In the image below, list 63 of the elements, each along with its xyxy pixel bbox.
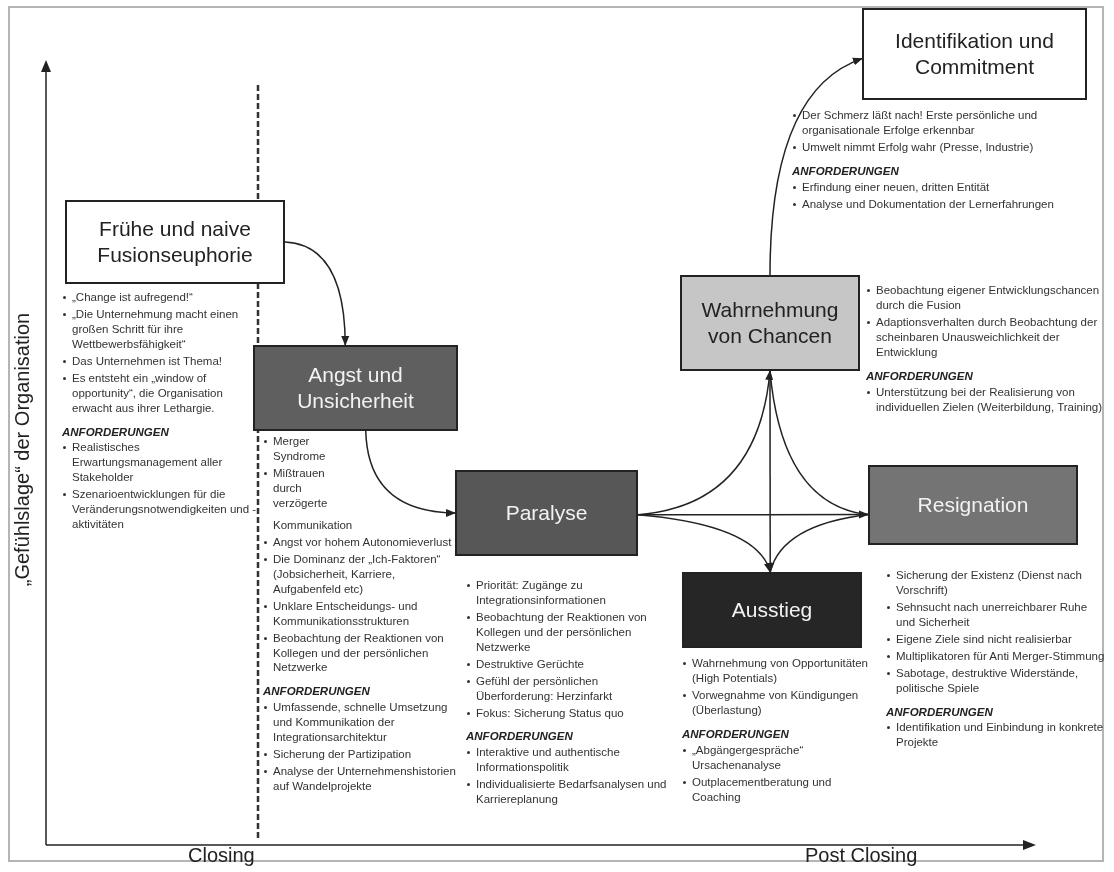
phase-title: Paralyse [505,499,588,526]
section-heading: ANFORDERUNGEN [682,726,790,742]
arrow [637,513,771,573]
section-heading: ANFORDERUNGEN [263,684,371,700]
bullet-item: Multiplikatoren für Anti Merger-Stimmung [886,648,1108,664]
arrow [769,57,863,276]
bullet-item: Umwelt nimmt Erfolg wahr (Presse, Industrie) [792,139,1108,155]
bullet-item: Beobachtung der Reaktionen von Kollegen und der persönlichen Netzwerke [263,630,463,676]
section-heading: ANFORDERUNGEN [886,704,994,720]
bullet-item: „Abgängergespräche“ Ursachenanalyse [682,742,872,773]
phase-title: Frühe und naive Fusionseuphorie [96,215,254,268]
bullet-item: Destruktive Gerüchte [466,656,678,672]
bullet-item: Unterstützung bei der Realisierung von individuellen Zielen (Weiterbildung, Training) [866,384,1106,415]
section-heading: ANFORDERUNGEN [866,368,974,384]
section-heading: ANFORDERUNGEN [466,729,574,745]
bullet-item: Gefühl der persönlichen Überforderung: Herzinfarkt [466,673,678,704]
axis-label: Post Closing [805,844,918,867]
bullet-item: Analyse der Unternehmenshistorien auf Wandelprojekte [263,764,463,794]
bullet-item: Identifikation und Einbindung in konkrete Projekte [886,720,1108,751]
bullet-item: Umfassende, schnelle Umsetzung und Kommunikation der Integrationsarchitektur [263,700,463,746]
bullet-item: Szenarioentwicklungen für die Veränderungsnotwendigkeiten und -aktivitäten [62,487,258,533]
phase-box [862,8,1087,100]
bullet-item: „Die Unternehmung macht einen großen Schritt für ihre Wettbewerbsfähigkeit“ [62,306,258,352]
phase-title: Ausstieg [731,596,813,623]
bullet-item: Merger Syndrome [263,434,463,464]
bullet-item: Sehnsucht nach unerreichbarer Ruhe und Sicherheit [886,599,1108,630]
axis-label: „Gefühlslage“ der Organisation [10,311,34,589]
phase-title: Identifikation und Commitment [894,27,1055,80]
axis-label: Closing [188,844,255,867]
phase-box [868,465,1078,545]
phase-title: Resignation [917,491,1029,518]
bullet-item: „Change ist aufregend!“ [62,290,258,305]
bullet-item: Die Dominanz der „Ich-Faktoren“ (Jobsicherheit, Karriere, Aufgabenfeld etc) [263,551,463,597]
bullet-item: Priorität: Zugänge zu Integrationsinformationen [466,578,678,608]
bullet-item: Beobachtung eigener Entwicklungschancen durch die Fusion [866,283,1106,313]
bullet-item: Analyse und Dokumentation der Lernerfahrungen [792,196,1108,212]
phase-box [680,275,860,371]
bullet-item: Realistisches Erwartungsmanagement aller Stakeholder [62,440,258,486]
bullet-item: Vorwegnahme von Kündigungen (Überlastung) [682,687,872,718]
bullet-item: Fokus: Sicherung Status quo [466,705,678,721]
bullet-item: Eigene Ziele sind nicht realisierbar [886,631,1108,647]
bullet-item: Beobachtung der Reaktionen von Kollegen und der persönlichen Netzwerke [466,609,678,655]
bullet-item: Erfindung einer neuen, dritten Entität [792,179,1108,195]
bullet-item: Sicherung der Partizipation [263,747,463,763]
phase-box [65,200,285,284]
section-heading: ANFORDERUNGEN [792,163,900,179]
bullet-item: Outplacementberatung und Coaching [682,774,872,805]
phase-box [253,345,458,431]
arrow [284,241,349,346]
phase-box [455,470,638,556]
bullet-item: Unklare Entscheidungs- und Kommunikationsstrukturen [263,598,463,629]
section-heading: ANFORDERUNGEN [62,424,170,440]
phase-title: Angst und Unsicherheit [296,361,415,414]
bullet-item: Sicherung der Existenz (Dienst nach Vorschrift) [886,568,1108,598]
bullet-item: Individualisierte Bedarfsanalysen und Karriereplanung [466,777,678,808]
phase-title: Wahrnehmung von Chancen [700,296,840,349]
arrow [365,430,456,517]
phase-box [682,572,862,648]
bullet-item: Interaktive und authentische Informationspolitik [466,745,678,776]
bullet-item: Adaptionsverhalten durch Beobachtung der scheinbaren Unausweichlichkeit der Entwicklung [866,314,1106,360]
bullet-item: Sabotage, destruktive Widerstände, politische Spiele [886,665,1108,696]
bullet-item: Wahrnehmung von Opportunitäten (High Potentials) [682,656,872,686]
bullet-item: Der Schmerz läßt nach! Erste persönliche und organisationale Erfolge erkennbar [792,108,1108,138]
